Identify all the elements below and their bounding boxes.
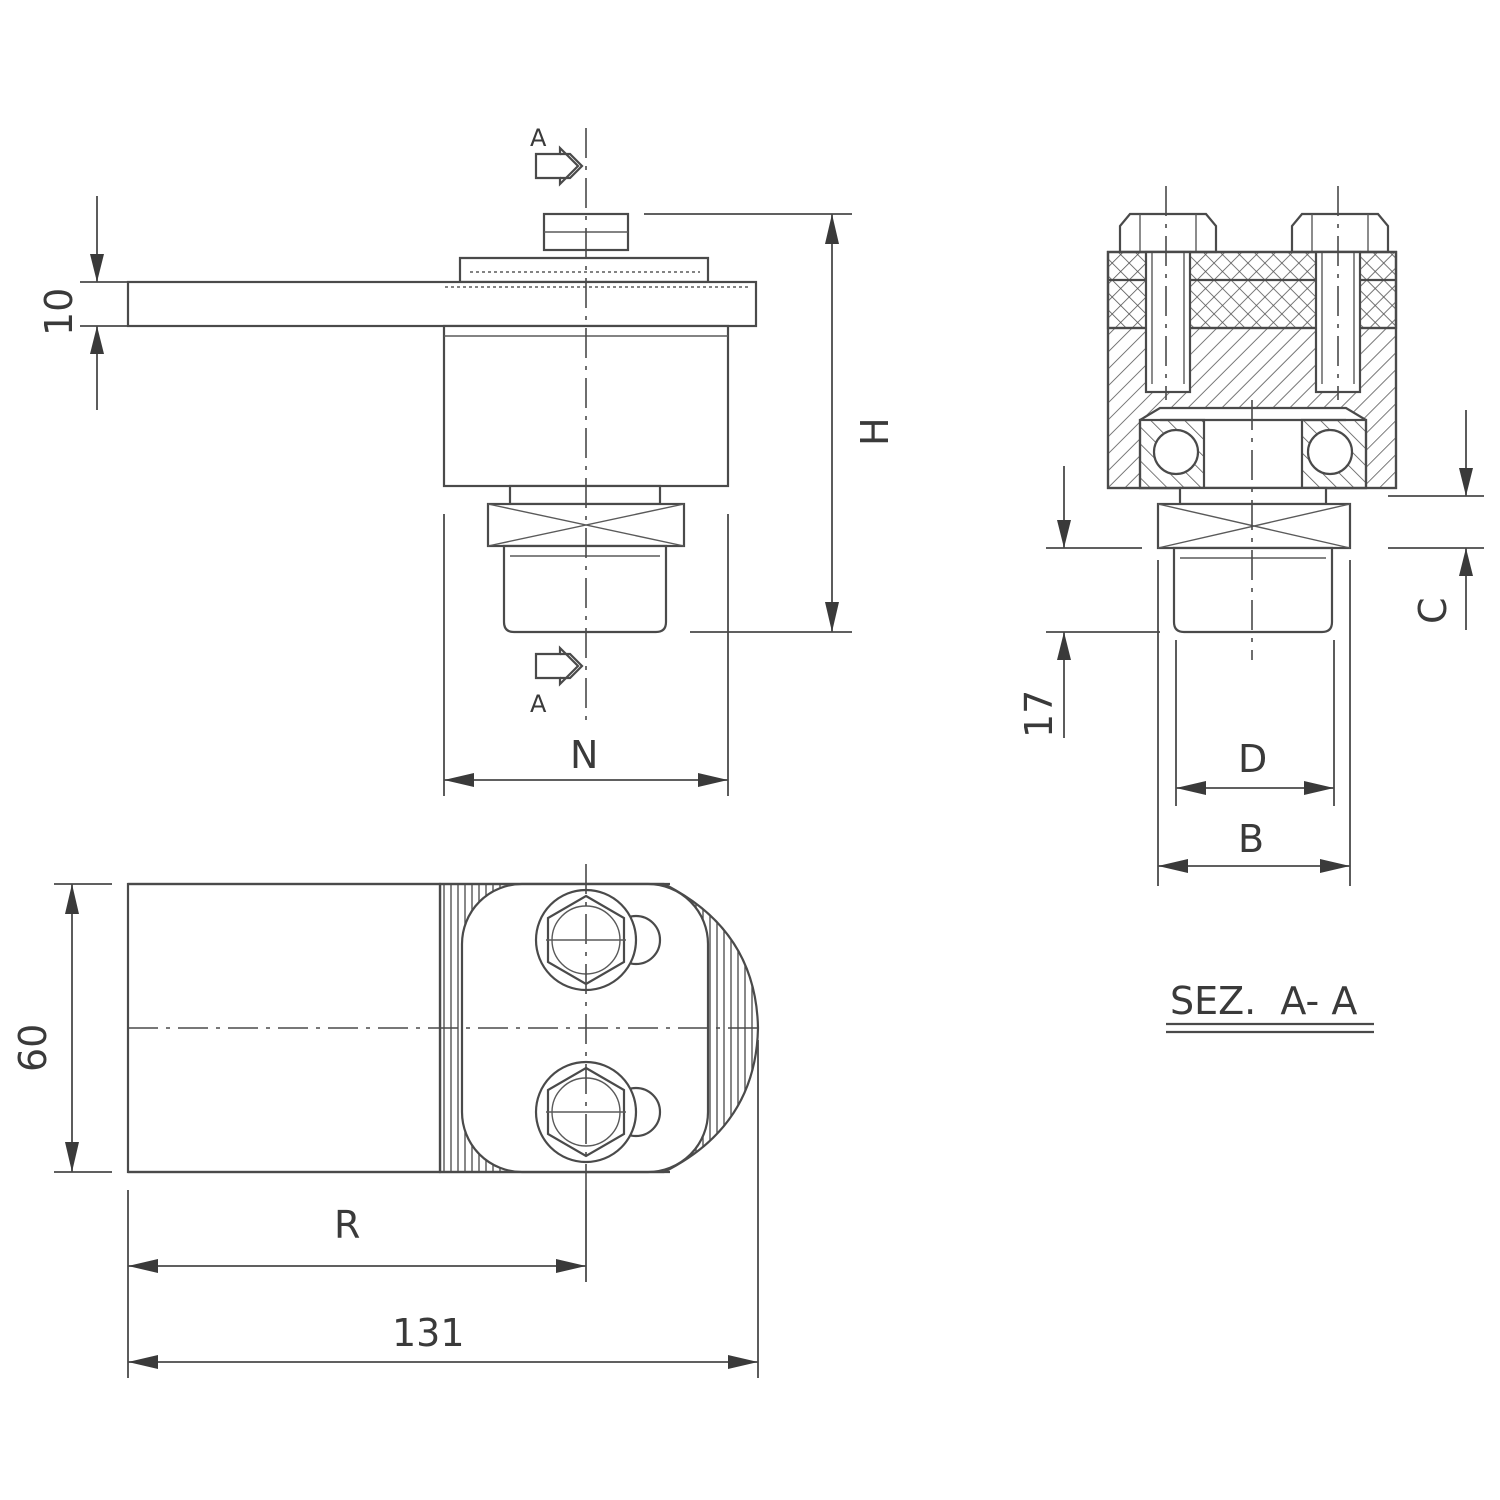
- dim-131-label: 131: [392, 1311, 465, 1355]
- section-pin: [1172, 546, 1334, 634]
- front-washer: [458, 256, 710, 284]
- dim-17-label: 17: [1017, 690, 1061, 738]
- section-mark-top: A: [530, 124, 547, 152]
- front-view: A A 10 H: [37, 124, 897, 796]
- bearing-ball-left: [1152, 428, 1200, 476]
- dim-C-label: C: [1411, 597, 1455, 624]
- dim-D-label: D: [1238, 737, 1267, 781]
- dim-B-label: B: [1238, 817, 1264, 861]
- front-pin: [502, 544, 668, 634]
- section-mark-bottom: A: [530, 690, 547, 718]
- section-title: SEZ. A- A: [1166, 979, 1374, 1034]
- section-arrow-top: A: [530, 124, 584, 187]
- dim-H: H: [644, 213, 897, 633]
- dim-R-label: R: [334, 1203, 360, 1247]
- section-bolt-head-left: [1118, 212, 1218, 254]
- dim-N: N: [443, 514, 729, 796]
- dim-D: D: [1175, 640, 1335, 806]
- section-arrow-bottom: A: [530, 645, 584, 718]
- section-bolt-head-right: [1290, 212, 1390, 254]
- dim-R: R: [127, 1190, 587, 1282]
- front-plate: [126, 280, 758, 328]
- section-view: 17 C D B: [1017, 186, 1484, 1034]
- dim-17: 17: [1017, 466, 1160, 738]
- dim-60: 60: [11, 883, 112, 1173]
- dim-10: 10: [37, 196, 128, 410]
- front-neck: [508, 484, 662, 506]
- dim-B: B: [1157, 560, 1351, 886]
- bearing-ball-right: [1306, 428, 1354, 476]
- section-bolt-shank-left: [1144, 250, 1192, 394]
- dim-131: 131: [127, 1040, 759, 1378]
- dim-60-label: 60: [11, 1024, 55, 1072]
- plan-view: 60 R 131: [11, 864, 760, 1378]
- dim-H-label: H: [853, 417, 897, 446]
- dim-N-label: N: [570, 733, 598, 777]
- section-title-label: SEZ. A- A: [1170, 979, 1357, 1023]
- dim-C: C: [1388, 410, 1484, 630]
- dim-10-label: 10: [37, 288, 81, 336]
